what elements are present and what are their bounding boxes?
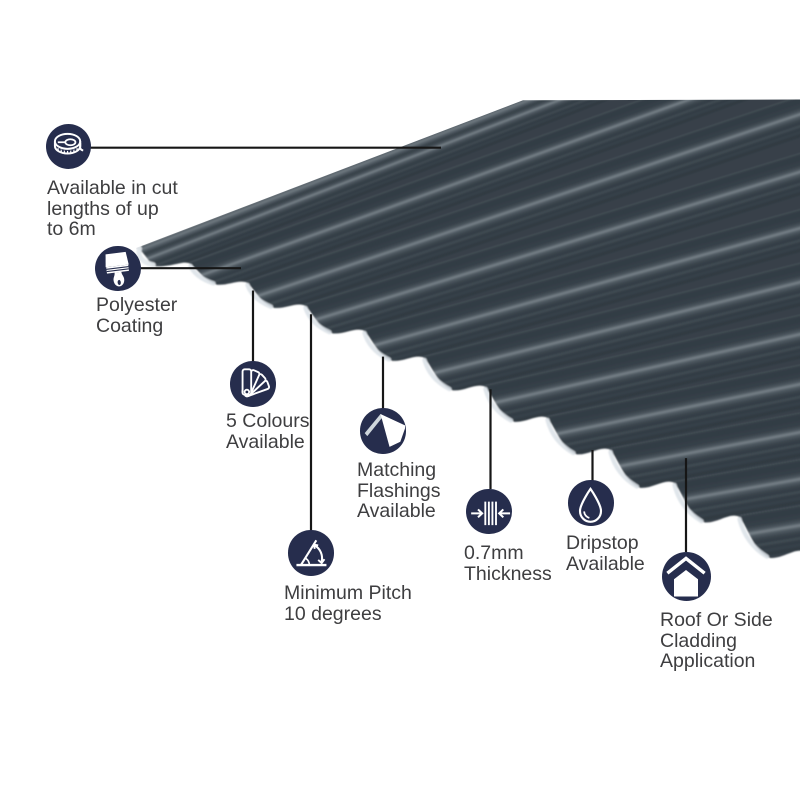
- colour-fan-icon: [230, 361, 276, 407]
- water-droplet-glyph: [579, 487, 603, 524]
- thickness-arrows-glyph: [471, 501, 511, 525]
- tape-measure-icon: [45, 123, 91, 169]
- label-five-colours: 5 Colours Available: [226, 410, 310, 453]
- paint-brush-glyph: [106, 251, 130, 287]
- pitch-angle-icon: [288, 530, 334, 576]
- label-flashings: Matching Flashings Available: [357, 459, 441, 523]
- colour-fan-glyph: [241, 368, 271, 398]
- water-droplet-icon: [568, 480, 614, 526]
- label-polyester: Polyester Coating: [96, 294, 178, 337]
- house-icon: [661, 551, 711, 601]
- house-glyph: [666, 556, 706, 597]
- tape-measure-glyph: [53, 132, 84, 155]
- label-minimum-pitch: Minimum Pitch 10 degrees: [284, 582, 412, 625]
- flashing-icon: [360, 408, 406, 454]
- paint-brush-icon: [95, 245, 141, 291]
- label-dripstop: Dripstop Available: [566, 532, 645, 575]
- pitch-angle-glyph: [296, 540, 327, 567]
- flashing-glyph: [365, 414, 406, 448]
- label-cladding: Roof Or Side Cladding Application: [660, 609, 773, 673]
- thickness-arrows-icon: [466, 488, 512, 534]
- label-cut-lengths: Available in cut lengths of up to 6m: [47, 177, 178, 241]
- label-thickness: 0.7mm Thickness: [464, 542, 552, 585]
